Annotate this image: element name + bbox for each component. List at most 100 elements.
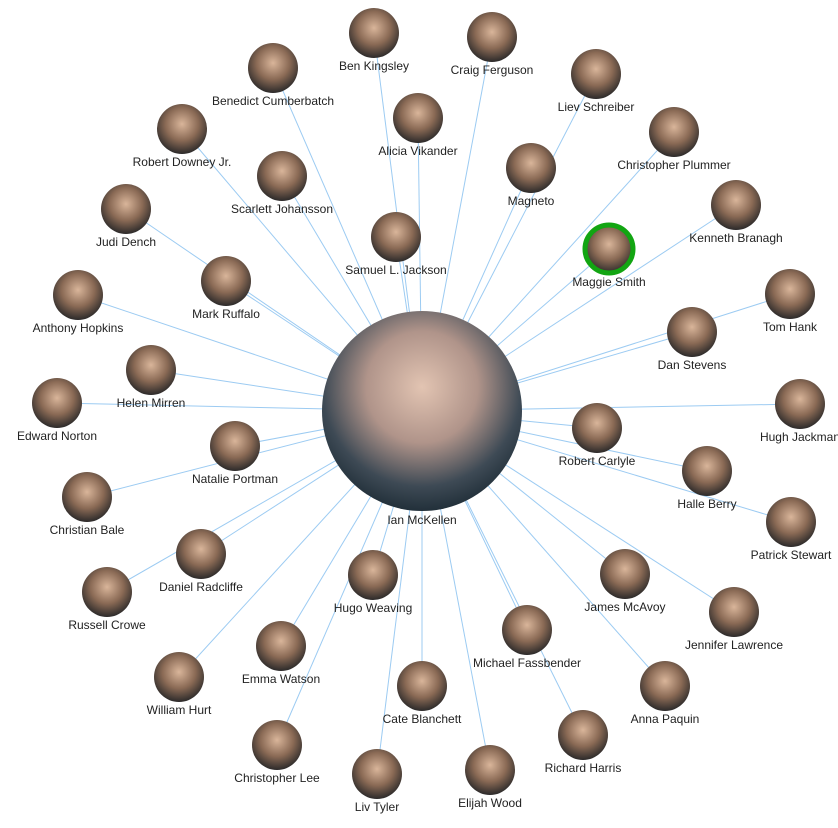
- node[interactable]: Elijah Wood: [458, 745, 522, 810]
- node-photo[interactable]: [467, 12, 517, 62]
- node-label: Emma Watson: [242, 672, 320, 686]
- node-photo[interactable]: [101, 184, 151, 234]
- node-label: Hugh Jackman: [760, 430, 838, 444]
- node-photo[interactable]: [766, 497, 816, 547]
- node[interactable]: Maggie Smith: [572, 222, 646, 289]
- node[interactable]: Cate Blanchett: [383, 661, 462, 726]
- node[interactable]: Anthony Hopkins: [33, 270, 124, 335]
- node-photo[interactable]: [765, 269, 815, 319]
- node-photo[interactable]: [582, 222, 636, 276]
- node-label: Liev Schreiber: [558, 100, 635, 114]
- node[interactable]: Patrick Stewart: [751, 497, 832, 562]
- node[interactable]: Emma Watson: [242, 621, 320, 686]
- node[interactable]: Hugh Jackman: [760, 379, 838, 444]
- node[interactable]: Alicia Vikander: [378, 93, 458, 158]
- node-photo[interactable]: [506, 143, 556, 193]
- node[interactable]: Mark Ruffalo: [192, 256, 260, 321]
- node[interactable]: Magneto: [506, 143, 556, 208]
- node[interactable]: Hugo Weaving: [334, 550, 413, 615]
- node-photo[interactable]: [157, 104, 207, 154]
- node-label: Kenneth Branagh: [689, 231, 782, 245]
- node[interactable]: Judi Dench: [96, 184, 156, 249]
- node[interactable]: Christopher Lee: [234, 720, 320, 785]
- node-photo[interactable]: [352, 749, 402, 799]
- node-photo[interactable]: [649, 107, 699, 157]
- node-label: Halle Berry: [677, 497, 736, 511]
- node-photo[interactable]: [126, 345, 176, 395]
- node[interactable]: Robert Carlyle: [559, 403, 636, 468]
- node-label: Benedict Cumberbatch: [212, 94, 334, 108]
- node[interactable]: Helen Mirren: [117, 345, 186, 410]
- node-photo[interactable]: [252, 720, 302, 770]
- center-node[interactable]: Ian McKellen: [322, 311, 522, 527]
- node-photo[interactable]: [176, 529, 226, 579]
- node-photo[interactable]: [62, 472, 112, 522]
- node[interactable]: Ben Kingsley: [339, 8, 409, 73]
- node-photo[interactable]: [257, 151, 307, 201]
- node-photo[interactable]: [571, 49, 621, 99]
- node-label: Anna Paquin: [631, 712, 700, 726]
- node[interactable]: Liv Tyler: [352, 749, 402, 814]
- node[interactable]: William Hurt: [147, 652, 212, 717]
- node-label: Daniel Radcliffe: [159, 580, 243, 594]
- node-photo[interactable]: [397, 661, 447, 711]
- node[interactable]: Kenneth Branagh: [689, 180, 783, 245]
- node-label: Liv Tyler: [355, 800, 399, 814]
- node[interactable]: Christopher Plummer: [617, 107, 731, 172]
- node-label: Patrick Stewart: [751, 548, 832, 562]
- node-photo[interactable]: [393, 93, 443, 143]
- node[interactable]: Samuel L. Jackson: [345, 212, 447, 277]
- node-label: Scarlett Johansson: [231, 202, 333, 216]
- node[interactable]: Anna Paquin: [631, 661, 700, 726]
- node[interactable]: Tom Hank: [763, 269, 818, 334]
- node-photo[interactable]: [502, 605, 552, 655]
- node-photo[interactable]: [210, 421, 260, 471]
- node[interactable]: James McAvoy: [584, 549, 666, 614]
- node[interactable]: Halle Berry: [677, 446, 737, 511]
- node-label: Richard Harris: [545, 761, 622, 775]
- node[interactable]: Christian Bale: [50, 472, 125, 537]
- node[interactable]: Michael Fassbender: [473, 605, 581, 670]
- node[interactable]: Edward Norton: [17, 378, 97, 443]
- node[interactable]: Dan Stevens: [658, 307, 727, 372]
- node[interactable]: Benedict Cumberbatch: [212, 43, 334, 108]
- node[interactable]: Russell Crowe: [68, 567, 146, 632]
- node-photo[interactable]: [600, 549, 650, 599]
- node-photo[interactable]: [558, 710, 608, 760]
- node-photo[interactable]: [348, 550, 398, 600]
- node-label: Christopher Plummer: [617, 158, 730, 172]
- node[interactable]: Daniel Radcliffe: [159, 529, 243, 594]
- node[interactable]: Robert Downey Jr.: [133, 104, 232, 169]
- node-photo[interactable]: [640, 661, 690, 711]
- node-photo[interactable]: [154, 652, 204, 702]
- node-photo[interactable]: [682, 446, 732, 496]
- node-photo[interactable]: [53, 270, 103, 320]
- node[interactable]: Craig Ferguson: [451, 12, 534, 77]
- node-photo[interactable]: [248, 43, 298, 93]
- node-photo[interactable]: [711, 180, 761, 230]
- center-photo[interactable]: [322, 311, 522, 511]
- node-label: Elijah Wood: [458, 796, 522, 810]
- node-label: Magneto: [508, 194, 555, 208]
- node-photo[interactable]: [201, 256, 251, 306]
- node[interactable]: Liev Schreiber: [558, 49, 635, 114]
- node[interactable]: Natalie Portman: [192, 421, 278, 486]
- center-label: Ian McKellen: [387, 513, 456, 527]
- node-photo[interactable]: [256, 621, 306, 671]
- node-photo[interactable]: [82, 567, 132, 617]
- node-photo[interactable]: [775, 379, 825, 429]
- node-photo[interactable]: [465, 745, 515, 795]
- node-label: Samuel L. Jackson: [345, 263, 446, 277]
- node[interactable]: Scarlett Johansson: [231, 151, 333, 216]
- node-label: Craig Ferguson: [451, 63, 534, 77]
- node-photo[interactable]: [349, 8, 399, 58]
- node-photo[interactable]: [32, 378, 82, 428]
- node[interactable]: Richard Harris: [545, 710, 622, 775]
- node-photo[interactable]: [371, 212, 421, 262]
- node-photo[interactable]: [572, 403, 622, 453]
- node-photo[interactable]: [667, 307, 717, 357]
- node[interactable]: Jennifer Lawrence: [685, 587, 783, 652]
- node-label: Russell Crowe: [68, 618, 146, 632]
- node-photo[interactable]: [709, 587, 759, 637]
